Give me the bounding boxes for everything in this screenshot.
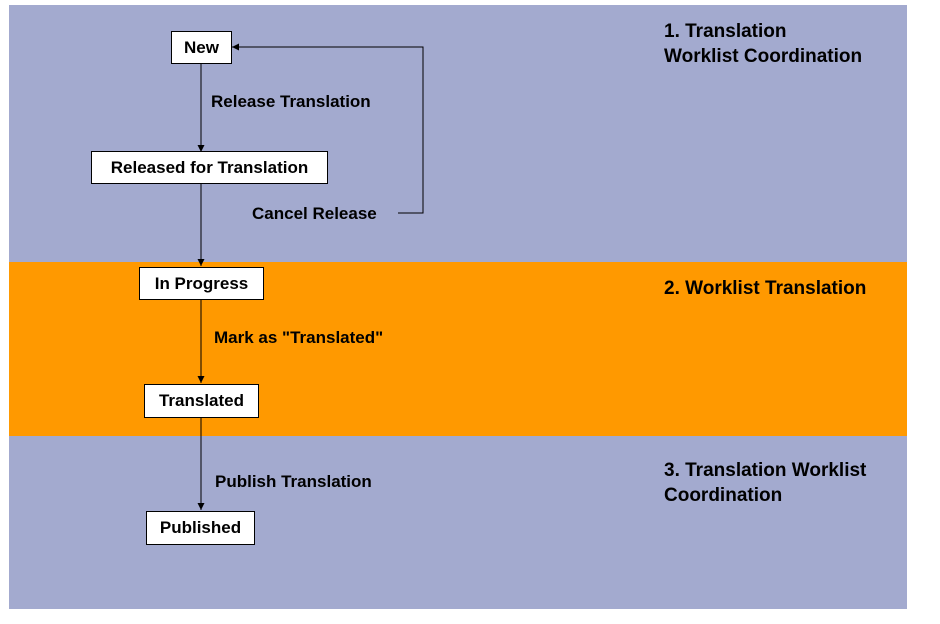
phase-3-line-2: Coordination: [664, 485, 783, 506]
arrow-cancel-release: [232, 43, 424, 214]
label-cancel-release: Cancel Release: [252, 204, 377, 223]
label-release-translation: Release Translation: [211, 92, 371, 111]
state-published: Published: [146, 511, 255, 545]
label-mark-as-translated: Mark as "Translated": [214, 328, 384, 347]
phase-3-title: 3. Translation Worklist Coordination: [664, 458, 866, 508]
phase-3-line-1: 3. Translation Worklist: [664, 460, 867, 481]
state-translated: Translated: [144, 384, 259, 418]
coordination-band-top: [9, 5, 907, 262]
state-in-progress: In Progress: [139, 267, 264, 300]
state-new: New: [171, 31, 232, 64]
phase-2-line-1: 2. Worklist Translation: [664, 278, 867, 299]
phase-2-title: 2. Worklist Translation: [664, 276, 866, 301]
phase-1-title: 1. Translation Worklist Coordination: [664, 19, 862, 69]
state-released-for-translation: Released for Translation: [91, 151, 328, 184]
phase-1-line-1: 1. Translation: [664, 21, 787, 42]
phase-1-line-2: Worklist Coordination: [664, 46, 863, 67]
label-publish-translation: Publish Translation: [215, 472, 372, 491]
